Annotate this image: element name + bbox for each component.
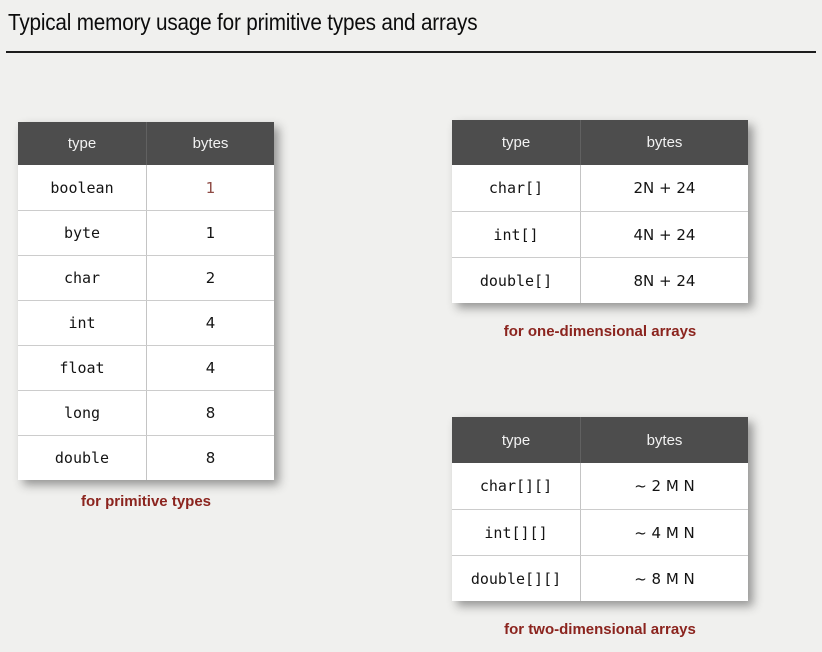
one-dimensional-arrays-table: type bytes char[] 2N + 24 int[] 4N + 24 …	[452, 120, 748, 303]
table-row-char-array: char[] 2N + 24	[452, 165, 748, 211]
table-row-float: float 4	[18, 345, 274, 390]
bytes-cell-highlighted: 1	[205, 178, 216, 197]
type-cell: int[]	[452, 212, 581, 257]
bytes-cell: ~ 4 M N	[634, 523, 695, 542]
caption-two-dimensional-arrays: for two-dimensional arrays	[504, 621, 696, 638]
bytes-cell: 8N + 24	[633, 271, 696, 290]
table-header-row: type bytes	[452, 417, 748, 463]
bytes-cell: ~ 2 M N	[634, 477, 695, 495]
type-cell: byte	[18, 211, 147, 255]
table-header-row: type bytes	[452, 120, 748, 165]
column-header-type: type	[18, 122, 147, 165]
type-cell: float	[18, 346, 147, 390]
bytes-cell: 8	[205, 404, 216, 422]
type-cell: double	[18, 436, 147, 480]
table-row-int: int 4	[18, 300, 274, 345]
table-row-long: long 8	[18, 390, 274, 435]
table-row-int-2d-array: int[][] ~ 4 M N	[452, 509, 748, 555]
bytes-cell: 4	[205, 314, 216, 332]
page-title: Typical memory usage for primitive types…	[8, 9, 478, 35]
type-cell: long	[18, 391, 147, 435]
table-row-double: double 8	[18, 435, 274, 480]
type-cell: char	[18, 256, 147, 300]
bytes-cell: 8	[205, 449, 216, 467]
type-cell: int[][]	[452, 510, 581, 555]
caption-one-dimensional-arrays: for one-dimensional arrays	[503, 323, 697, 340]
bytes-cell: 4	[205, 359, 216, 377]
type-cell: double[]	[452, 258, 581, 303]
bytes-cell: 4N + 24	[633, 225, 696, 244]
table-row-double-array: double[] 8N + 24	[452, 257, 748, 303]
two-dimensional-arrays-table: type bytes char[][] ~ 2 M N int[][] ~ 4 …	[452, 417, 748, 601]
column-header-type: type	[452, 120, 581, 165]
table-header-row: type bytes	[18, 122, 274, 165]
table-row-boolean: boolean 1	[18, 165, 274, 210]
bytes-cell: ~ 8 M N	[634, 569, 695, 588]
type-cell: double[][]	[452, 556, 581, 601]
type-cell: int	[18, 301, 147, 345]
table-row-byte: byte 1	[18, 210, 274, 255]
primitive-types-table: type bytes boolean 1 byte 1 char 2 int 4…	[18, 122, 274, 480]
bytes-cell: 1	[205, 224, 216, 242]
column-header-bytes: bytes	[646, 431, 683, 449]
caption-primitive-types: for primitive types	[80, 493, 212, 510]
column-header-bytes: bytes	[646, 134, 683, 151]
table-row-int-array: int[] 4N + 24	[452, 211, 748, 257]
type-cell: char[][]	[452, 463, 581, 509]
column-header-bytes: bytes	[192, 135, 229, 152]
table-row-char-2d-array: char[][] ~ 2 M N	[452, 463, 748, 509]
table-row-char: char 2	[18, 255, 274, 300]
table-row-double-2d-array: double[][] ~ 8 M N	[452, 555, 748, 601]
column-header-type: type	[452, 417, 581, 463]
type-cell: boolean	[18, 165, 147, 210]
title-underline	[6, 51, 816, 53]
type-cell: char[]	[452, 165, 581, 211]
bytes-cell: 2	[205, 269, 216, 287]
bytes-cell: 2N + 24	[633, 179, 696, 197]
